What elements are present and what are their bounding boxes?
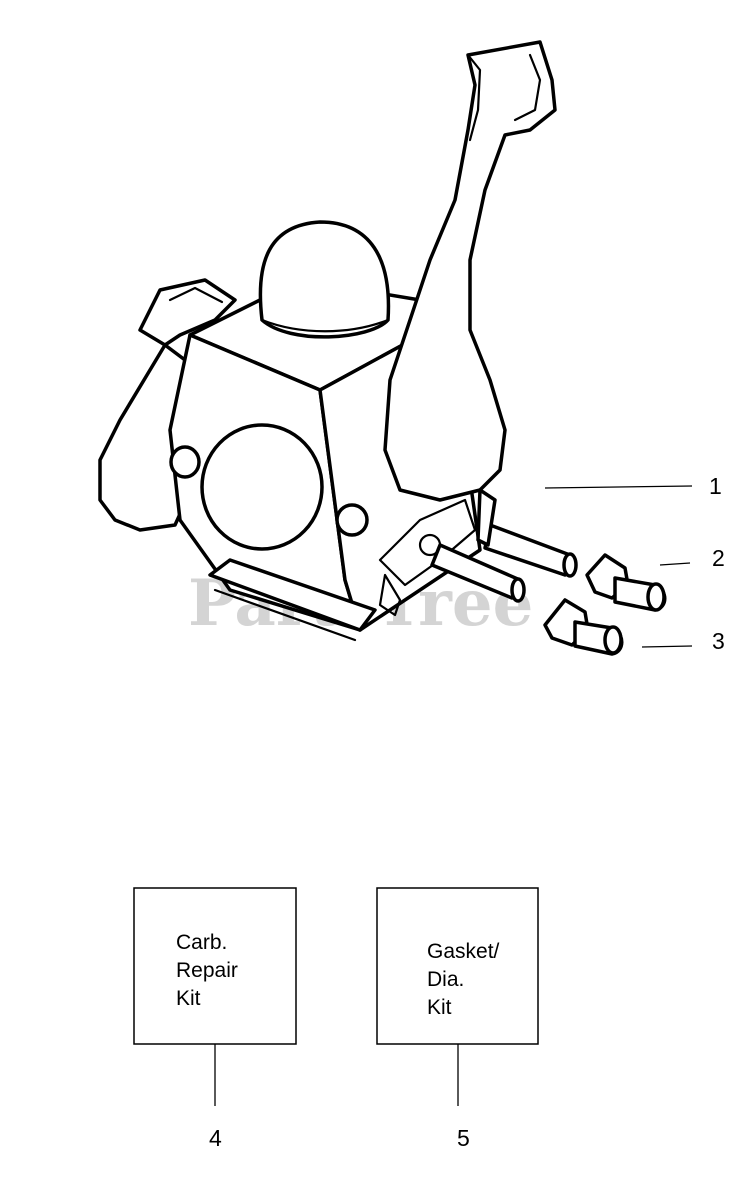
kit-5-line-1: Gasket/ <box>427 940 500 963</box>
kit-5-line-2: Dia. <box>427 968 464 991</box>
kit-4-line-3: Kit <box>176 987 201 1010</box>
kit-4-number: 4 <box>209 1125 222 1151</box>
kit-box-5: Gasket/ Dia. Kit 5 <box>376 887 539 1151</box>
kit-5-line-3: Kit <box>427 996 452 1019</box>
fitting-3-illustration <box>543 598 624 656</box>
callout-1-number: 1 <box>709 473 722 499</box>
callout-3-number: 3 <box>712 628 725 654</box>
kit-box-4: Carb. Repair Kit 4 <box>133 887 297 1151</box>
kit-5-number: 5 <box>457 1125 470 1151</box>
kit-4-line-1: Carb. <box>176 931 227 954</box>
callout-2-number: 2 <box>712 545 725 571</box>
kit-4-line-2: Repair <box>176 959 238 982</box>
callout-1-leader <box>544 485 693 489</box>
fitting-2-illustration <box>585 553 667 612</box>
callout-3-leader <box>641 645 693 648</box>
callout-2-leader <box>659 562 691 566</box>
carburetor-illustration <box>98 40 578 642</box>
